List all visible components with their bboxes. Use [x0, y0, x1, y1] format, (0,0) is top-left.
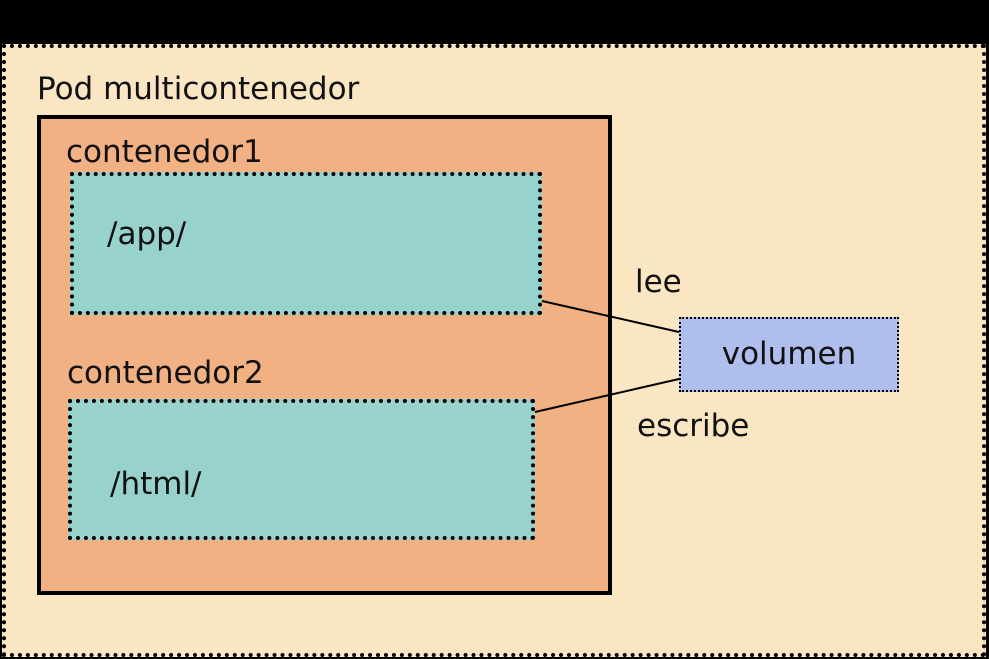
container1-label: contenedor1 — [66, 134, 263, 170]
volume-label: volumen — [721, 336, 857, 372]
container2-label: contenedor2 — [67, 355, 264, 391]
edge-label-escribe: escribe — [637, 408, 750, 444]
volume-box: volumen — [679, 317, 899, 392]
container1-mount-path: /app/ — [107, 216, 187, 252]
container2-mount-box — [68, 399, 535, 540]
edge-label-lee: lee — [635, 264, 682, 300]
container2-mount-path: /html/ — [110, 466, 202, 502]
container1-mount-box — [70, 172, 542, 315]
pod-title: Pod multicontenedor — [37, 71, 360, 107]
